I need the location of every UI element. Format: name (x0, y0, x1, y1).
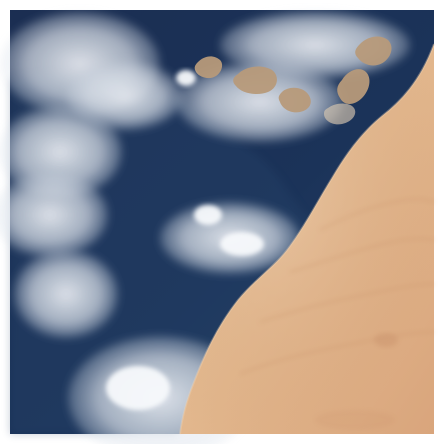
cloud-core-4 (106, 366, 170, 410)
desert-shading (180, 44, 434, 434)
cloud-core-3 (220, 232, 264, 256)
cloud-cores (106, 70, 264, 410)
island-1 (194, 56, 223, 79)
coastline (179, 43, 435, 435)
island-chain (194, 36, 392, 125)
island-6 (324, 103, 356, 125)
desert-texture (239, 198, 435, 430)
island-4 (337, 69, 370, 104)
cloud-cluster-left-mid (0, 106, 122, 198)
cloud-cluster-top-right (176, 62, 344, 142)
cloud-cluster-top-mid (67, 62, 183, 130)
cloud-cluster-left-lower (0, 173, 108, 257)
cloud-core-2 (194, 205, 222, 225)
desert-dark-spot (374, 333, 398, 347)
imagery (0, 10, 435, 444)
island-5 (355, 36, 392, 66)
cloud-core-1 (176, 70, 196, 86)
island-3 (278, 87, 311, 113)
island-2 (233, 66, 277, 94)
desert-dark-band (315, 410, 395, 430)
cloud-cluster-left-bottom (14, 250, 118, 338)
